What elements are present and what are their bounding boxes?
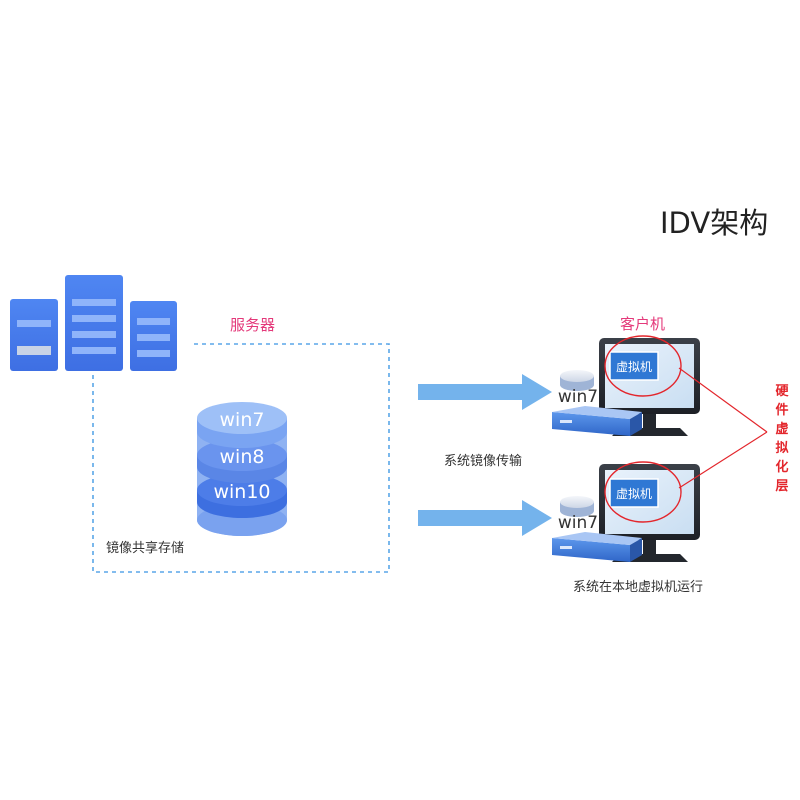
vm-label-1: 虚拟机 [616,360,652,374]
client-os-label-1: win7 [558,387,598,407]
client-label: 客户机 [620,315,666,333]
callout-line-top [678,367,768,433]
run-locally-label: 系统在本地虚拟机运行 [573,580,704,595]
transfer-label: 系统镜像传输 [444,454,523,469]
image-storage-icon [197,402,287,536]
image-win8-label: win8 [220,446,265,468]
client-os-label-2: win7 [558,513,598,533]
vm-highlight-ring-1 [604,335,682,397]
hardware-virtualization-label: 硬件虚拟化层 [775,384,789,494]
callout-line-bottom [678,431,768,489]
diagram-title: IDV架构 [660,206,769,240]
storage-label: 镜像共享存储 [106,541,185,556]
server-boundary [92,343,390,573]
image-win7-label: win7 [220,409,265,431]
server-label: 服务器 [230,316,276,334]
vm-highlight-ring-2 [604,461,682,523]
transfer-arrow-bottom [418,500,552,536]
vm-label-2: 虚拟机 [616,487,652,501]
image-win10-label: win10 [213,481,270,503]
transfer-arrow-top [418,374,552,410]
server-towers-icon [10,275,177,371]
